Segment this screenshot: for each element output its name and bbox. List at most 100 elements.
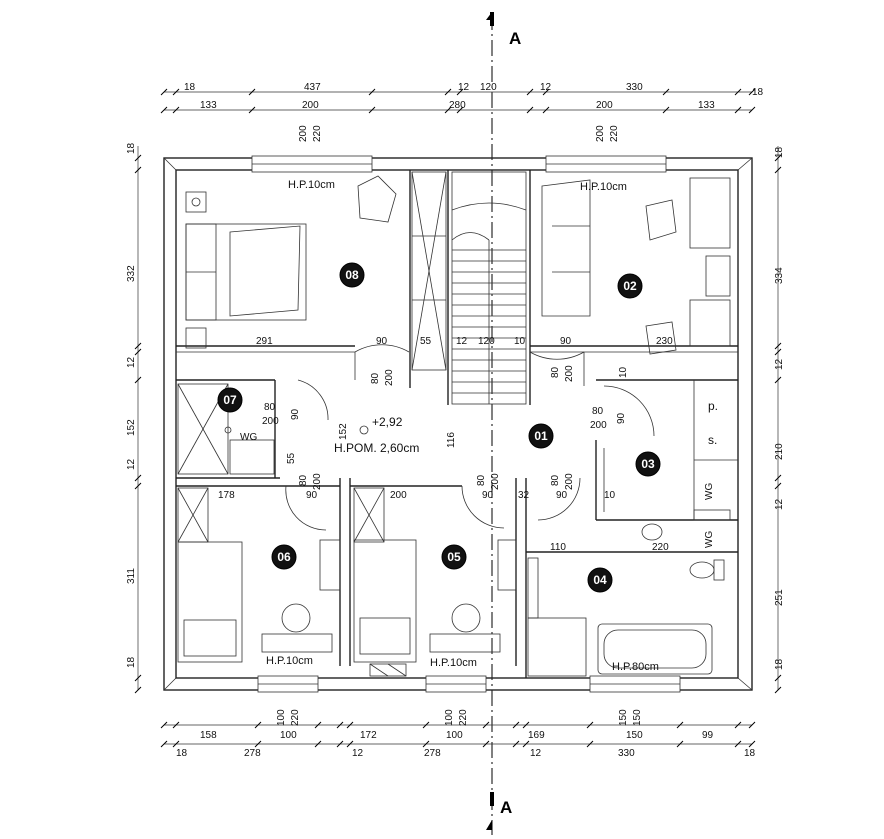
dim: 99: [702, 730, 714, 741]
room-number: 01: [534, 429, 548, 443]
dim: 12: [126, 356, 137, 368]
dims-top-windows: 200 220 200 220: [298, 125, 620, 142]
dim: 18: [126, 142, 137, 154]
dim: 18: [774, 146, 785, 158]
dims-top-row2: 133 200 280 200 133: [200, 100, 715, 111]
dim: 80: [264, 402, 276, 413]
room-height-label: H.POM. 2,60cm: [334, 441, 419, 455]
room-badge-08: 08: [339, 262, 365, 288]
dim: 200: [596, 100, 613, 111]
windows-bottom: [257, 675, 681, 693]
room-badge-04: 04: [587, 567, 613, 593]
wg-label-04: WG: [704, 531, 715, 548]
level-label: +2,92: [372, 415, 403, 429]
room-number: 07: [223, 393, 237, 407]
dim: 18: [184, 82, 196, 93]
dim: 200: [390, 490, 407, 501]
dim: 150: [632, 709, 643, 726]
dim: 133: [698, 100, 715, 111]
dim: 152: [338, 423, 349, 440]
dim: 437: [304, 82, 321, 93]
dim: 200: [384, 369, 395, 386]
dim: 10: [618, 366, 629, 378]
floor-height-label-08: H.P.10cm: [288, 179, 335, 191]
floor-height-label-06: H.P.10cm: [266, 655, 313, 667]
dim: 120: [480, 82, 497, 93]
dim: 210: [774, 443, 785, 460]
dim: 80: [592, 406, 604, 417]
wg-label-07: WG: [240, 432, 257, 443]
dim: 18: [752, 87, 764, 98]
dims-bottom-row1: 158 100 172 100 169 150 99: [200, 730, 714, 741]
dim: 220: [290, 709, 301, 726]
dim: 280: [449, 100, 466, 111]
dim: 311: [126, 568, 137, 584]
room-badge-03: 03: [635, 451, 661, 477]
dim: 10: [604, 490, 616, 501]
dim: 18: [744, 748, 756, 759]
drain-icon: [224, 426, 232, 434]
section-label-top: A: [509, 29, 521, 48]
furniture-room-02: [541, 177, 731, 355]
room-badge-circle: [217, 387, 243, 413]
dims-interior: 291 90 55 12 120 10 90 230 80 200 80 200…: [218, 336, 673, 553]
dim: 200: [590, 420, 607, 431]
dim: 200: [490, 473, 501, 490]
room-number: 05: [447, 550, 461, 564]
dim: 12: [530, 748, 542, 759]
dim: 90: [616, 412, 627, 424]
doors: [285, 344, 655, 531]
dim: 90: [482, 490, 494, 501]
room-badge-06: 06: [271, 544, 297, 570]
dim: 80: [298, 474, 309, 486]
room-badge-circle: [635, 451, 661, 477]
furniture-bedrooms-06-05: [177, 539, 517, 663]
dim: 200: [262, 416, 279, 427]
dim: 90: [290, 408, 301, 420]
dim: 178: [218, 490, 235, 501]
room-number: 04: [593, 573, 607, 587]
dim: 18: [126, 656, 137, 668]
level-marker-icon: [359, 425, 369, 435]
room-badge-circle: [587, 567, 613, 593]
dim: 10: [514, 336, 526, 347]
dims-bottom-row2: 18 278 12 278 12 330 18: [176, 748, 756, 759]
room-number: 06: [277, 550, 291, 564]
room-labels: H.P.10cm H.P.10cm H.P.10cm H.P.10cm H.P.…: [224, 179, 718, 673]
dim: 200: [595, 125, 606, 142]
room-badge-05: 05: [441, 544, 467, 570]
dim: 12: [774, 498, 785, 510]
dim: 55: [286, 452, 297, 464]
dim: 80: [370, 372, 381, 384]
dim: 330: [618, 748, 635, 759]
interior-walls: [176, 170, 738, 678]
dim: 110: [550, 542, 566, 553]
dim: 100: [280, 730, 297, 741]
dim: 12: [456, 336, 468, 347]
dim: 80: [550, 366, 561, 378]
closet-label-p: p.: [708, 399, 718, 413]
dims-top-row1: 18 437 12 120 12 330 18: [184, 82, 764, 98]
dim: 291: [256, 336, 273, 347]
room-badge-circle: [617, 273, 643, 299]
dim: 278: [244, 748, 261, 759]
dim: 100: [444, 709, 455, 726]
floor-height-label-05: H.P.10cm: [430, 657, 477, 669]
dim: 332: [126, 265, 137, 282]
room-badge-01: 01: [528, 423, 554, 449]
dim: 230: [656, 336, 673, 347]
dim: 251: [774, 589, 785, 606]
room-badge-circle: [271, 544, 297, 570]
dim: 220: [458, 709, 469, 726]
dims-bottom-windows: 100 220 100 220 150 150: [276, 709, 643, 726]
dim: 172: [360, 730, 377, 741]
dim: 330: [626, 82, 643, 93]
dim: 90: [556, 490, 568, 501]
dim: 12: [458, 82, 470, 93]
dim: 32: [518, 490, 530, 501]
dim: 120: [478, 336, 495, 347]
dim: 150: [626, 730, 643, 741]
dim: 220: [652, 542, 669, 553]
